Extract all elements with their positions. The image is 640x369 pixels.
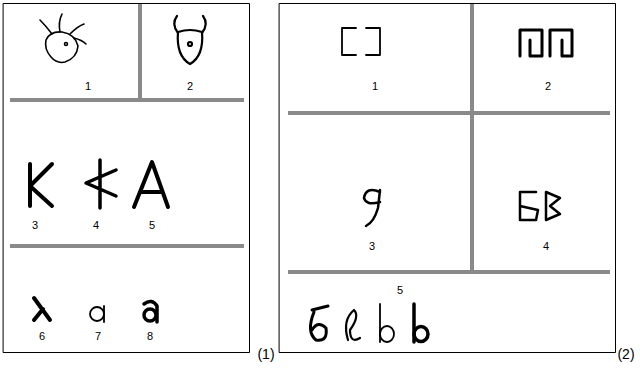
ox-head-drawing [40,14,86,62]
callout-number: 5 [397,285,403,296]
letter-glyph [86,160,116,208]
ox-head-glyph [174,16,206,64]
divider [10,244,244,248]
divider [470,4,474,272]
letter-glyph [90,306,104,322]
figure-label: (2) [617,347,634,361]
divider [10,98,244,102]
callout-number: 4 [93,220,99,231]
callout-number: 3 [369,241,375,252]
callout-number: 3 [32,220,38,231]
house-glyph [342,28,380,55]
house-glyph [520,30,572,56]
divider [138,4,142,100]
letter-glyph [346,310,360,340]
divider [288,270,610,274]
letter-glyph [380,304,394,342]
panel-frame [280,4,616,353]
callout-number: 4 [543,241,549,252]
letter-glyph [134,162,168,207]
letter-glyph [364,190,380,226]
callout-number: 2 [187,81,193,92]
letter-glyph [34,298,50,320]
letter-glyph [144,301,157,322]
panel-frame [4,4,250,353]
letter-glyph [520,192,560,220]
callout-number: 1 [372,81,378,92]
callout-number: 6 [39,331,45,342]
letter-glyph [310,306,328,340]
callout-number: 7 [95,331,101,342]
callout-number: 8 [147,331,153,342]
divider [288,111,610,115]
letter-glyph [414,304,428,342]
callout-number: 5 [149,220,155,231]
callout-number: 1 [85,81,91,92]
letter-glyph [30,164,52,206]
figure-label: (1) [257,347,274,361]
callout-number: 2 [545,81,551,92]
